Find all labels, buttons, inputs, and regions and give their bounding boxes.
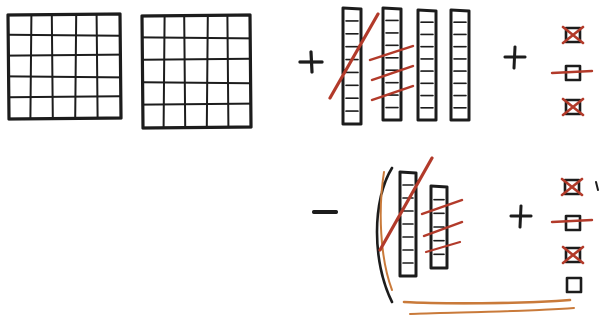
flat-grid-line <box>164 16 165 127</box>
flat-grid-line <box>9 96 120 97</box>
flat-grid-line <box>207 16 208 127</box>
flat-grid-line <box>184 16 185 127</box>
flat-grid-line <box>9 76 120 77</box>
flat-grid-line <box>9 35 120 36</box>
flat-grid-line <box>143 104 250 105</box>
plus-sign-stroke <box>514 47 515 68</box>
plus-sign-stroke <box>520 206 521 227</box>
flat-grid-line <box>75 15 76 118</box>
flat-grid-line <box>52 15 53 118</box>
flat-grid-line <box>97 15 98 118</box>
flat-grid-line <box>227 16 228 127</box>
flat-grid-line <box>143 82 250 83</box>
flat-grid-line <box>143 37 250 38</box>
flat-grid-line <box>9 55 120 56</box>
flat-grid-line <box>30 15 31 118</box>
plus-sign-stroke <box>311 52 312 72</box>
flat-grid-line <box>143 59 250 60</box>
